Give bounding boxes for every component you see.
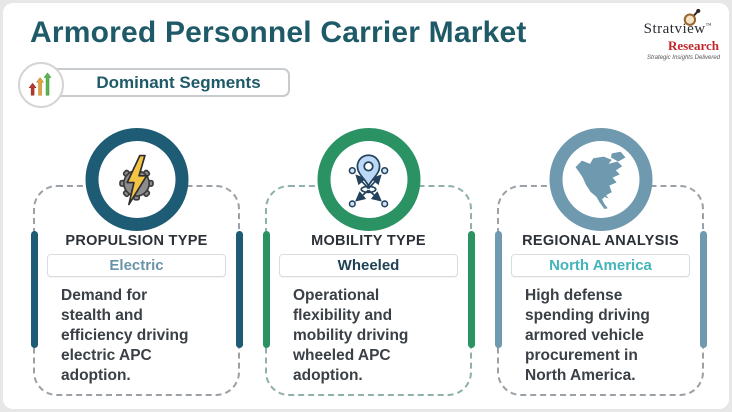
card-value-badge: North America [511,254,690,277]
infographic-page: Armored Personnel Carrier Market Stratvi… [3,3,729,409]
segment-card-mobility: MOBILITY TYPE Wheeled Operational flexib… [262,128,475,396]
trademark-symbol: ™ [705,23,712,29]
card-category-label: MOBILITY TYPE [311,233,426,249]
accent-bar-left [30,231,38,348]
card-description: Operational flexibility and mobility dri… [293,287,409,384]
growth-arrows-icon [18,62,64,108]
accent-bar-right [699,231,707,348]
segment-cards: PROPULSION TYPE Electric Demand for stea… [30,128,707,396]
accent-bar-left [262,231,270,348]
segment-card-regional: REGIONAL ANALYSIS North America High def… [494,128,707,396]
brand-division: Research [667,38,719,53]
card-content: MOBILITY TYPE Wheeled Operational flexib… [267,187,470,386]
card-value: North America [549,257,652,274]
brand-tagline: Strategic Insights Delivered [646,55,720,61]
segment-card-propulsion: PROPULSION TYPE Electric Demand for stea… [30,128,243,396]
location-pin-network-icon [317,128,420,231]
card-category-label: PROPULSION TYPE [65,233,208,249]
north-america-map-icon [549,128,652,231]
section-badge: Dominant Segments [41,68,290,97]
magnifier-icon [683,8,701,26]
accent-bar-left [494,231,502,348]
accent-bar-right [467,231,475,348]
page-title: Armored Personnel Carrier Market [30,16,527,49]
brand-logo: Stratview™ Research Strategic Insights D… [618,8,720,61]
card-value-badge: Wheeled [279,254,458,277]
card-description: High defense spending driving armored ve… [525,287,650,384]
accent-bar-right [235,231,243,348]
card-value: Electric [109,257,164,274]
card-category-label: REGIONAL ANALYSIS [522,233,679,249]
gear-lightning-icon [85,128,188,231]
card-value-badge: Electric [47,254,226,277]
card-description: Demand for stealth and efficiency drivin… [61,287,189,384]
card-content: PROPULSION TYPE Electric Demand for stea… [35,187,238,386]
card-content: REGIONAL ANALYSIS North America High def… [499,187,702,386]
card-value: Wheeled [337,257,400,274]
